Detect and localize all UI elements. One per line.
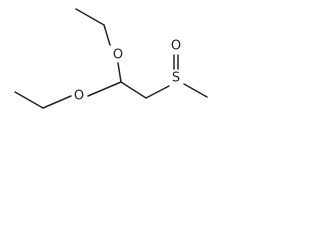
bond-o-upper-acetal-c bbox=[117, 62, 122, 83]
bond-sulfur-methyl bbox=[183, 83, 208, 98]
bond-acetal-c-ch2 bbox=[120, 81, 147, 99]
atom-oxygen-lower: O bbox=[74, 89, 84, 104]
bond-acetal-c-o-lower bbox=[87, 81, 122, 97]
atom-oxygen-sulfinyl: O bbox=[171, 39, 181, 54]
atom-sulfur: S bbox=[172, 71, 180, 86]
bond-o-lower-ethyl-ch2 bbox=[42, 95, 72, 109]
bond-ethyl-lower-ch2-ch3 bbox=[14, 91, 44, 109]
bond-ethyl-upper-ch3-ch2 bbox=[75, 8, 105, 26]
bond-ethyl-upper-ch2-o bbox=[103, 24, 111, 46]
atom-oxygen-upper: O bbox=[113, 48, 123, 63]
structure-diagram: O O S O bbox=[14, 8, 208, 109]
bond-ch2-sulfur bbox=[145, 85, 170, 99]
